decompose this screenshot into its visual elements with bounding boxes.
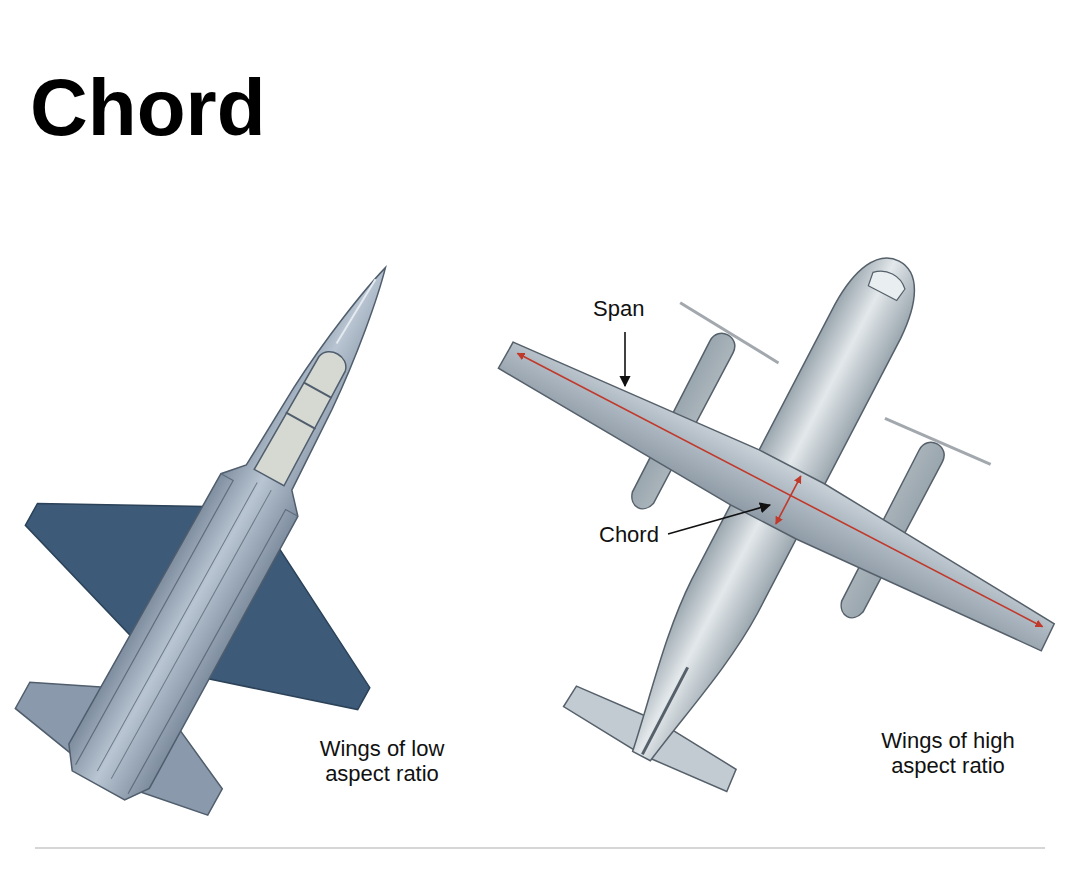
wing xyxy=(492,326,1063,664)
caption-low: Wings of low aspect ratio xyxy=(287,736,477,787)
chord-label: Chord xyxy=(596,522,662,547)
chord-arrow xyxy=(776,476,801,524)
spine xyxy=(97,482,271,778)
cockpit-window xyxy=(867,266,909,302)
canopy-frame xyxy=(286,382,333,429)
span-arrow xyxy=(517,353,1042,626)
canopy xyxy=(254,346,352,486)
bottom-rule xyxy=(35,847,1045,849)
title: Chord xyxy=(30,62,266,154)
caption-high: Wings of high aspect ratio xyxy=(848,728,1048,779)
chord-leader xyxy=(668,505,770,534)
nose-highlight xyxy=(337,278,376,345)
engine-nacelle xyxy=(63,474,298,801)
fuselage xyxy=(58,245,425,807)
vertical-fin xyxy=(642,667,687,754)
span-leader xyxy=(624,332,626,386)
jet-aircraft xyxy=(0,176,552,874)
span-label: Span xyxy=(590,296,647,321)
turboprop-aircraft xyxy=(370,120,1080,874)
